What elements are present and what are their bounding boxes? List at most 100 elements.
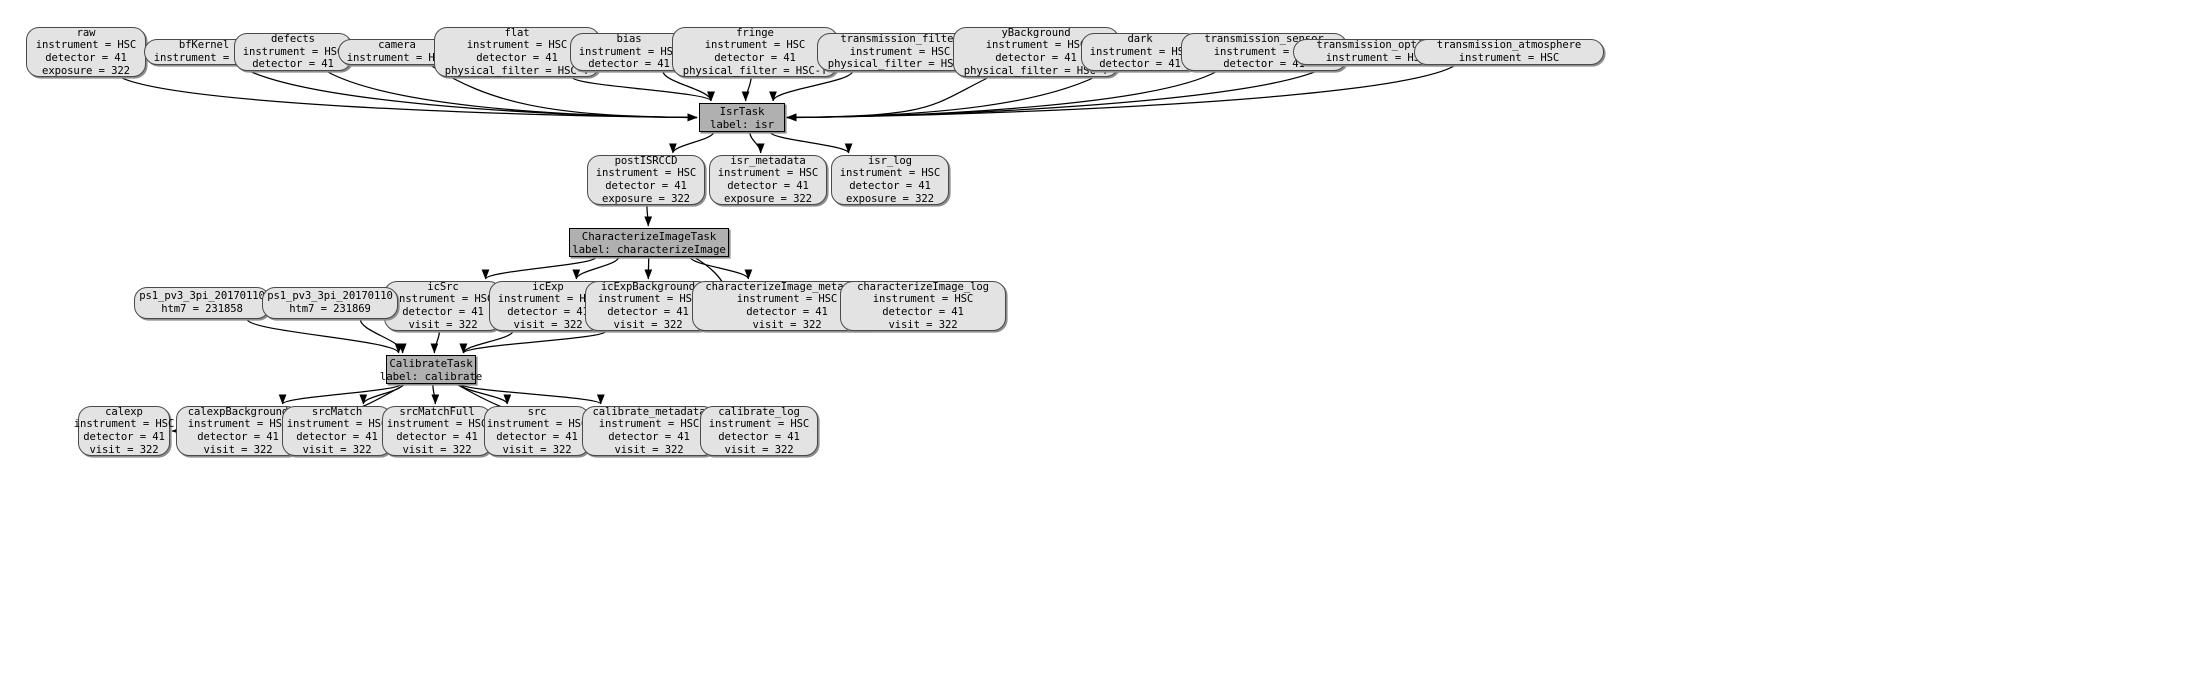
node-attr: detector = 41 <box>849 180 931 192</box>
node-raw[interactable]: raw instrument = HSC detector = 41 expos… <box>26 27 146 77</box>
graph-edge <box>460 383 605 405</box>
node-attr: detector = 41 <box>396 431 478 443</box>
node-attr: detector = 41 <box>605 180 687 192</box>
node-title: icExp <box>532 280 564 293</box>
node-attr: visit = 322 <box>203 443 273 456</box>
node-attr: physical_filter = HSC-Y <box>682 64 828 77</box>
node-attr: detector = 41 <box>727 180 809 192</box>
node-isrtask[interactable]: IsrTask label: isr <box>699 103 785 132</box>
node-label: label: characterizeImage <box>572 242 726 256</box>
node-icsrc[interactable]: icSrc instrument = HSC detector = 41 vis… <box>384 281 502 331</box>
node-attr: detector = 41 <box>252 58 334 71</box>
node-calexp[interactable]: calexp instrument = HSC detector = 41 vi… <box>74 405 174 456</box>
node-srcmatchfull[interactable]: srcMatchFull instrument = HSC detector =… <box>382 406 492 456</box>
node-title: calibrate_log <box>718 405 800 418</box>
node-label: label: calibrate <box>379 369 483 383</box>
node-attr: htm7 = 231858 <box>161 303 243 315</box>
graph-edge <box>278 383 402 405</box>
node-attr: instrument = HSC <box>578 45 680 58</box>
graph-edge <box>246 318 403 354</box>
node-dark[interactable]: dark instrument = HSC detector = 41 <box>1081 33 1199 71</box>
node-isr-log[interactable]: isr_log instrument = HSC detector = 41 e… <box>831 155 949 205</box>
node-title: fringe <box>736 26 774 39</box>
node-attr: visit = 322 <box>402 443 472 456</box>
node-defects[interactable]: defects instrument = HSC detector = 41 <box>234 33 352 71</box>
node-attr: detector = 41 <box>402 306 484 318</box>
node-title: isr_metadata <box>730 154 806 167</box>
node-attr: detector = 41 <box>197 431 279 443</box>
node-src[interactable]: src instrument = HSC detector = 41 visit… <box>484 406 590 456</box>
node-title: CharacterizeImageTask <box>581 229 717 243</box>
node-attr: exposure = 322 <box>724 192 812 205</box>
graph-edge <box>741 76 752 102</box>
node-attr: htm7 = 231869 <box>289 303 371 315</box>
graph-edge <box>359 318 407 354</box>
node-attr: visit = 322 <box>502 443 572 456</box>
node-flat[interactable]: flat instrument = HSC detector = 41 phys… <box>434 27 600 77</box>
node-title: calexp <box>105 405 143 418</box>
node-calibrate-metadata[interactable]: calibrate_metadata instrument = HSC dete… <box>582 406 716 456</box>
node-title: camera <box>378 39 416 52</box>
node-attr: physical_filter = HSC-Y <box>444 64 590 77</box>
node-attr: instrument = HSC <box>466 39 568 52</box>
node-attr: detector = 41 <box>83 431 165 443</box>
node-attr: visit = 322 <box>513 318 583 331</box>
node-attr: instrument = HSC <box>717 167 819 180</box>
node-attr: detector = 41 <box>995 52 1077 64</box>
node-title: icExpBackground <box>600 280 696 293</box>
node-title: ps1_pv3_3pi_20170110 <box>267 290 393 303</box>
node-attr: instrument = HSC <box>392 293 494 306</box>
node-title: bias <box>616 33 642 46</box>
node-title: flat <box>504 26 530 39</box>
node-calexpbackground[interactable]: calexpBackground instrument = HSC detect… <box>176 406 300 456</box>
node-attr: visit = 322 <box>888 318 958 331</box>
node-attr: instrument = HSC <box>985 39 1087 52</box>
node-characterizeimage-log[interactable]: characterizeImage_log instrument = HSC d… <box>840 281 1006 331</box>
node-attr: instrument = HSC <box>704 39 806 52</box>
node-attr: detector = 41 <box>45 52 127 64</box>
node-title: raw <box>76 26 96 39</box>
node-attr: instrument = HSC <box>595 167 697 180</box>
node-title: CalibrateTask <box>389 356 473 370</box>
graph-edge <box>430 330 441 354</box>
node-title: defects <box>271 33 315 46</box>
graph-edge <box>571 76 715 102</box>
graph-edge <box>460 383 512 405</box>
node-attr: detector = 41 <box>608 431 690 443</box>
node-attr: visit = 322 <box>408 318 478 331</box>
node-attr: instrument = HSC <box>73 418 175 431</box>
graph-edge <box>431 383 440 405</box>
node-attr: instrument = HSC <box>708 418 810 431</box>
graph-edge <box>481 256 597 280</box>
node-ps1-231858[interactable]: ps1_pv3_3pi_20170110 htm7 = 231858 <box>134 287 270 319</box>
node-title: src <box>527 405 547 418</box>
node-attr: instrument = HSC <box>346 52 448 64</box>
node-title: srcMatch <box>311 405 363 418</box>
graph-edge <box>689 256 753 280</box>
node-srcmatch[interactable]: srcMatch instrument = HSC detector = 41 … <box>282 406 392 456</box>
node-attr: visit = 322 <box>614 443 684 456</box>
node-attr: instrument = HSC <box>839 167 941 180</box>
node-bias[interactable]: bias instrument = HSC detector = 41 <box>570 33 688 71</box>
node-attr: instrument = HSC <box>286 418 388 431</box>
node-title: calibrate_metadata <box>592 405 706 418</box>
node-isr-metadata[interactable]: isr_metadata instrument = HSC detector =… <box>709 155 827 205</box>
node-attr: instrument = HSC <box>497 293 599 306</box>
node-attr: visit = 322 <box>89 443 159 456</box>
node-title: characterizeImage_log <box>857 280 989 293</box>
graph-edge <box>119 76 698 122</box>
node-title: transmission_atmosphere <box>1436 39 1582 52</box>
node-postisrccd[interactable]: postISRCCD instrument = HSC detector = 4… <box>587 155 705 205</box>
node-transmission-atmosphere[interactable]: transmission_atmosphere instrument = HSC <box>1414 39 1604 65</box>
node-icexpbackground[interactable]: icExpBackground instrument = HSC detecto… <box>585 281 711 331</box>
node-fringe[interactable]: fringe instrument = HSC detector = 41 ph… <box>672 27 838 77</box>
node-attr: instrument = HSC <box>1089 45 1191 58</box>
node-ps1-231869[interactable]: ps1_pv3_3pi_20170110 htm7 = 231869 <box>262 287 398 319</box>
node-attr: instrument = HSC <box>35 39 137 52</box>
node-calibratetask[interactable]: CalibrateTask label: calibrate <box>380 355 482 384</box>
node-characterizeimagetask[interactable]: CharacterizeImageTask label: characteriz… <box>569 228 729 257</box>
node-attr: visit = 322 <box>613 318 683 331</box>
node-calibrate-log[interactable]: calibrate_log instrument = HSC detector … <box>700 406 818 456</box>
node-title: transmission_optics <box>1316 39 1436 52</box>
